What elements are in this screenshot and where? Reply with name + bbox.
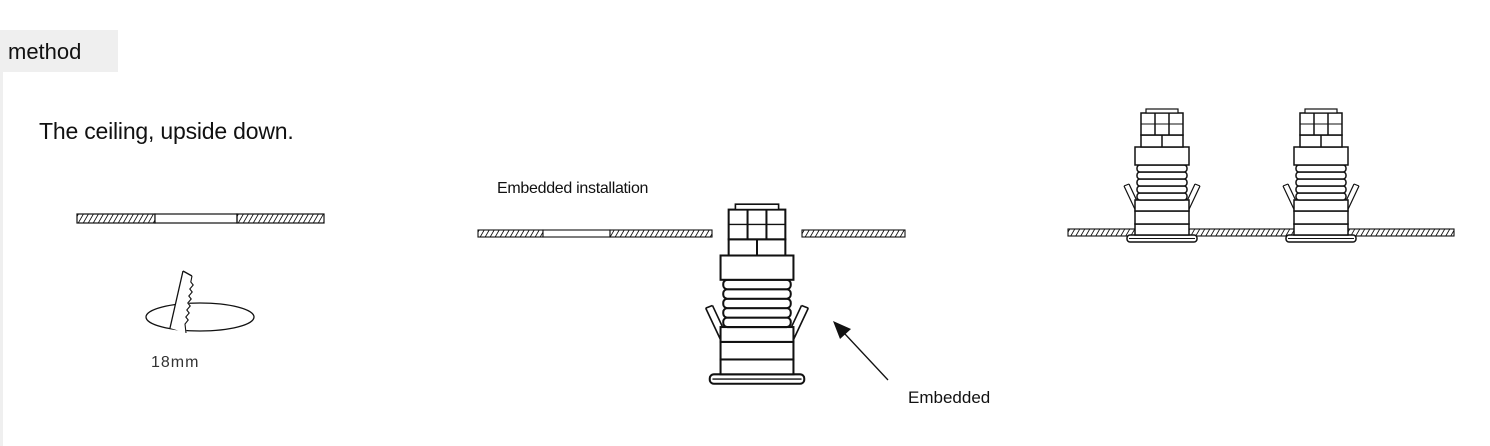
spring-clip-fixture-icon — [704, 203, 810, 385]
section-title: method — [8, 39, 82, 64]
installed-fixture-left — [1123, 108, 1201, 243]
installed-fixture-right — [1282, 108, 1360, 243]
section-tab: method — [0, 30, 118, 72]
hole-size-label: 18mm — [151, 354, 200, 371]
section-divider — [0, 72, 3, 446]
callout-label: Embedded — [908, 388, 991, 407]
ceiling-panel-with-hole — [76, 213, 325, 224]
step1-title: The ceiling, upside down. — [39, 118, 294, 144]
callout-arrow — [833, 321, 889, 381]
hole-saw-icon — [145, 270, 255, 334]
step2-title: Embedded installation — [497, 180, 649, 197]
ceiling-panel-step3 — [1067, 228, 1455, 237]
ceiling-panel-step2 — [477, 229, 906, 238]
